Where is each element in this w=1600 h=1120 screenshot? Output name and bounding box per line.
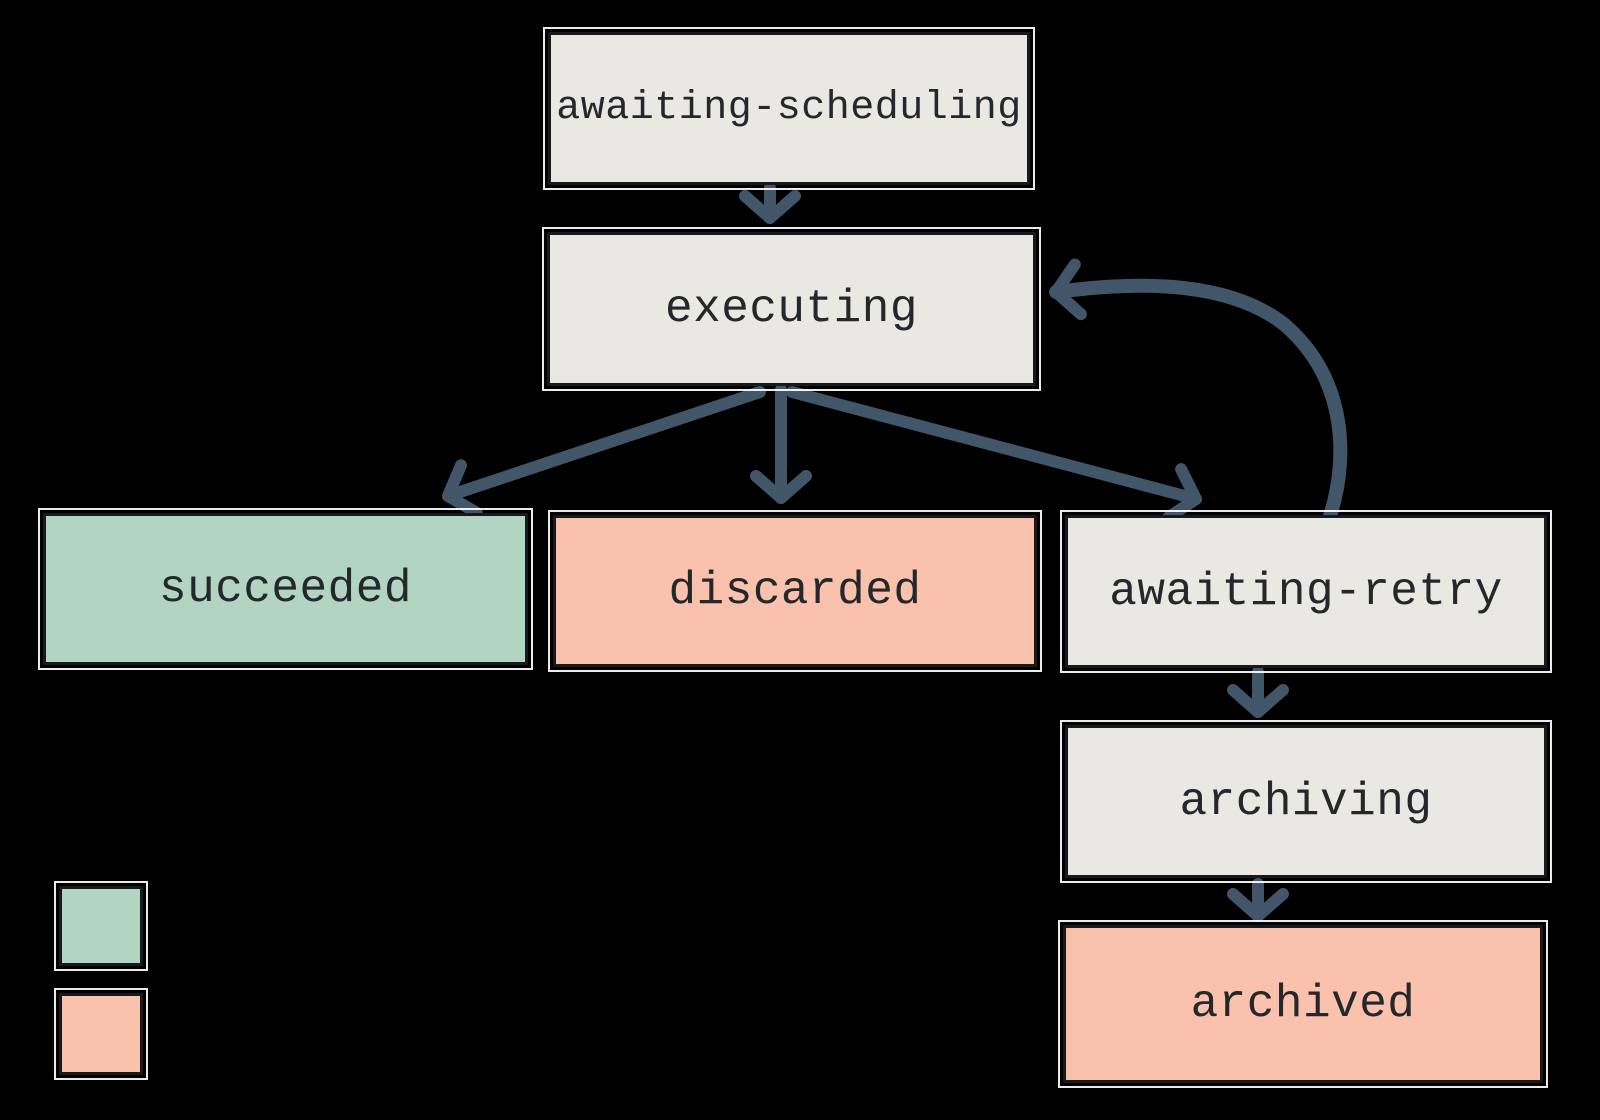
state-node-archived: archived [1058, 920, 1548, 1088]
state-node-awaiting-retry: awaiting-retry [1060, 510, 1552, 673]
legend-swatch-green [54, 881, 148, 971]
edge-executing-to-succeeded [441, 386, 766, 519]
state-label-awaiting-retry: awaiting-retry [1109, 565, 1503, 618]
state-node-discarded: discarded [548, 510, 1042, 672]
state-label-archived: archived [1190, 978, 1416, 1030]
state-label-executing: executing [665, 283, 918, 335]
edge-executing-to-awaiting-retry [786, 386, 1202, 524]
legend-swatch-salmon [54, 988, 148, 1080]
state-node-succeeded: succeeded [38, 508, 533, 670]
state-node-archiving: archiving [1060, 720, 1552, 883]
state-label-succeeded: succeeded [159, 563, 412, 615]
state-label-discarded: discarded [668, 565, 922, 617]
state-node-executing: executing [542, 227, 1041, 391]
state-label-archiving: archiving [1179, 775, 1433, 828]
state-node-awaiting-scheduling: awaiting-scheduling [543, 27, 1035, 190]
state-label-awaiting-scheduling: awaiting-scheduling [556, 86, 1022, 131]
edge-awaiting-retry-to-executing [1049, 258, 1348, 523]
